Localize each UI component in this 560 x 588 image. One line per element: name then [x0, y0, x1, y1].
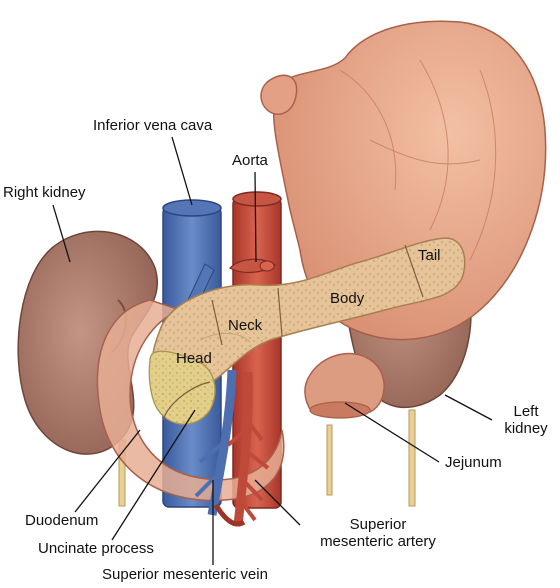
celiac-ostium	[259, 260, 275, 272]
duodenum-loop	[96, 299, 285, 502]
aorta-top	[232, 191, 282, 207]
pancreas-texture	[199, 333, 251, 343]
label-left-kidney: Left kidney	[495, 403, 557, 437]
label-left-kidney-line2: kidney	[504, 420, 548, 437]
sma-trunk	[233, 371, 253, 526]
smv-branches	[194, 438, 229, 498]
stomach-vessels	[339, 59, 497, 261]
ivc-top	[162, 199, 222, 217]
label-head: Head	[176, 350, 212, 367]
head-neck-divider	[211, 299, 223, 346]
support-right	[408, 409, 416, 507]
label-superior-mesenteric-artery: Superior mesenteric artery	[298, 516, 458, 550]
head-boundary	[162, 381, 211, 421]
label-tail: Tail	[418, 247, 441, 264]
label-sma-line1: Superior	[349, 516, 407, 533]
jejunum-loop	[304, 353, 385, 413]
label-superior-mesenteric-vein: Superior mesenteric vein	[102, 566, 268, 583]
label-left-kidney-line1: Left	[513, 403, 539, 420]
support-mid	[326, 424, 333, 496]
label-neck: Neck	[228, 317, 263, 334]
label-aorta: Aorta	[232, 152, 268, 169]
label-inferior-vena-cava: Inferior vena cava	[93, 117, 213, 134]
label-duodenum: Duodenum	[25, 512, 99, 529]
label-uncinate-process: Uncinate process	[38, 540, 154, 557]
label-jejunum: Jejunum	[445, 454, 502, 471]
label-sma-line2: mesenteric artery	[320, 533, 436, 550]
body-tail-divider	[404, 244, 424, 298]
label-body: Body	[330, 290, 365, 307]
esophagus-stump	[260, 74, 298, 116]
uncinate-process	[148, 350, 216, 425]
sma-loop	[213, 503, 246, 527]
jejunum-lumen	[309, 401, 371, 419]
leader-lines	[52, 136, 493, 565]
stomach	[272, 20, 547, 341]
sma-branches	[226, 418, 270, 522]
label-right-kidney: Right kidney	[3, 184, 86, 201]
neck-body-divider	[277, 287, 283, 337]
